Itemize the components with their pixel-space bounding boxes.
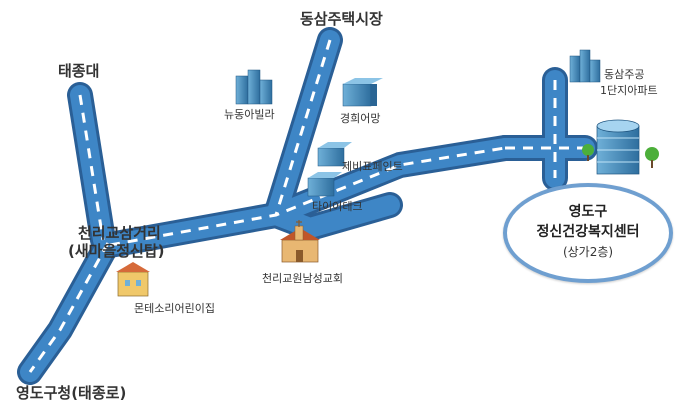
apartment-building-icon: [235, 69, 273, 105]
label-cheonni-junction-sub: (새마을정신탑): [68, 242, 165, 260]
label-montessori: 몬테소리어린이집: [134, 302, 215, 315]
label-yeongdo-office: 영도구청(태종로): [16, 384, 127, 402]
label-dongsam-market: 동삼주택시장: [300, 10, 383, 28]
apartment-building-icon: [317, 142, 352, 167]
road-fill: [20, 30, 595, 382]
kindergarten-icon: [116, 262, 150, 297]
apartment-building-icon: [307, 172, 342, 197]
label-newdong-villa: 뉴동아빌라: [224, 108, 275, 121]
center-floor: (상가2층): [562, 245, 614, 259]
apartment-building-icon: [569, 49, 601, 83]
label-dongsam-apt-2: 1단지아파트: [600, 84, 658, 97]
label-jebi-paint: 제비표페인트: [342, 160, 403, 173]
church-icon: [280, 220, 320, 263]
welfare-center-icon: [582, 119, 659, 175]
lane-markings: [28, 39, 585, 373]
center-name-line1: 영도구: [568, 204, 608, 220]
label-gyeonghui: 경희어망: [340, 112, 381, 125]
label-church: 천리교원남성교회: [262, 272, 343, 285]
label-cheonni-junction: 천리교삼거리: [78, 224, 161, 242]
label-taejongdae: 태종대: [58, 62, 100, 80]
center-name-line2: 정신건강복지센터: [536, 224, 640, 240]
label-tire-tech: 타이어테크: [312, 200, 363, 213]
destination-callout: 영도구 정신건강복지센터 (상가2층): [503, 183, 673, 283]
apartment-building-icon: [342, 78, 383, 107]
label-dongsam-apt-1: 동삼주공: [604, 68, 645, 81]
